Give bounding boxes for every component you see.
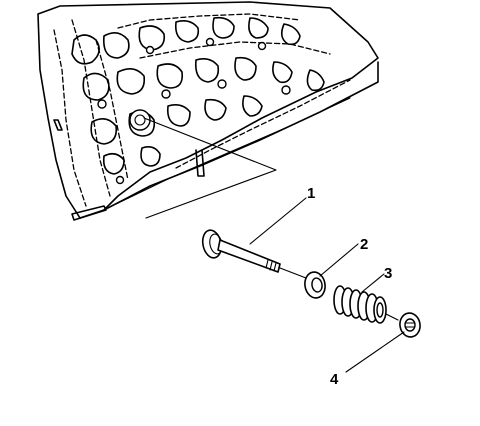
callout-4: 4 — [330, 371, 339, 388]
valve-spring — [333, 285, 387, 324]
valve-seal — [304, 271, 326, 299]
cylinder-head — [37, 1, 379, 221]
leader-lines — [249, 197, 405, 373]
dowel-pin — [71, 205, 107, 221]
callout-2: 2 — [360, 236, 368, 253]
projection-lines — [143, 117, 277, 219]
callout-1: 1 — [307, 185, 315, 202]
assembly-axis-segment — [385, 313, 399, 321]
valve-bore — [129, 109, 151, 131]
callout-3: 3 — [384, 265, 392, 282]
locating-post — [195, 149, 205, 177]
assembly-axis-segment — [279, 267, 307, 279]
valve — [201, 229, 281, 273]
spring-retainer — [399, 312, 421, 338]
